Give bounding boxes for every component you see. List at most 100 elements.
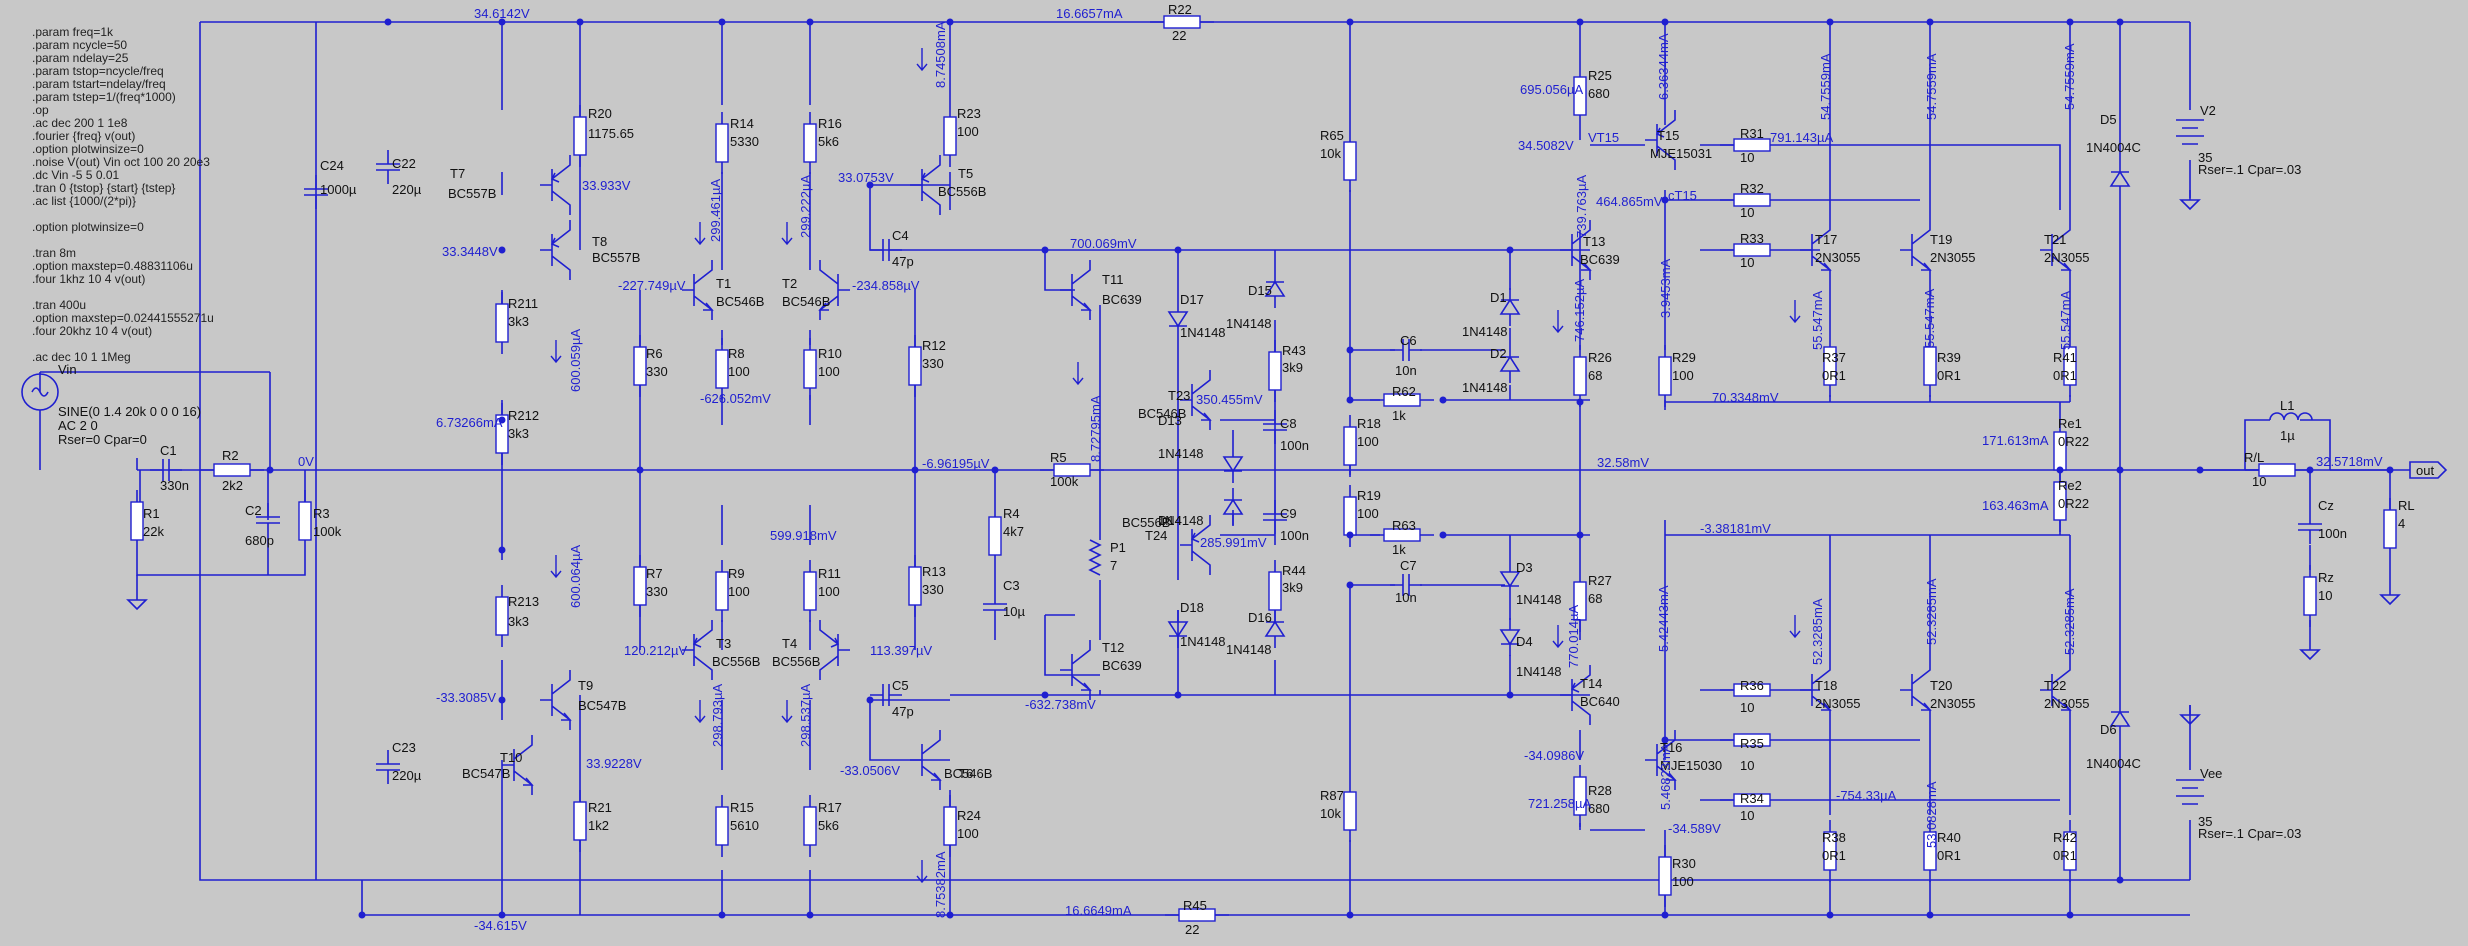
label-t23: T23 [1168, 388, 1190, 403]
net-ct15: cT15 [1668, 188, 1697, 203]
label-r34: R34 [1740, 791, 1764, 806]
value-r213: 3k3 [508, 614, 529, 629]
value-d18: 1N4148 [1180, 634, 1226, 649]
label-t5: T5 [958, 166, 973, 181]
value-r11: 100 [818, 584, 840, 599]
label-d13: D13 [1158, 413, 1182, 428]
label-r27: R27 [1588, 573, 1612, 588]
directive-line: .dc Vin -5 5 0.01 [32, 168, 119, 182]
label-r19: R19 [1357, 488, 1381, 503]
value-r63: 1k [1392, 542, 1406, 557]
label-v2: V2 [2200, 103, 2216, 118]
directive-line: .param tstop=ncycle/freq [32, 64, 164, 78]
measurement: 739.763µA [1574, 175, 1589, 238]
value-d3: 1N4148 [1516, 592, 1562, 607]
directive-line: .four 1khz 10 4 v(out) [32, 272, 145, 286]
value-r28: 680 [1588, 801, 1610, 816]
directive-line: .ac list {1000/(2*pi)} [32, 194, 136, 208]
directive-line: .param ndelay=25 [32, 51, 129, 65]
label-r25: R25 [1588, 68, 1612, 83]
measurement: -33.3085V [436, 690, 496, 705]
value-r3: 100k [313, 524, 342, 539]
label-t24: T24 [1145, 528, 1167, 543]
value-c6: 10n [1395, 363, 1417, 378]
label-c7: C7 [1400, 558, 1417, 573]
part-t19: 2N3055 [1930, 250, 1976, 265]
label-t18: T18 [1815, 678, 1837, 693]
directive-line: .option maxstep=0.48831106u [32, 259, 193, 273]
measurement: 721.258µA [1528, 796, 1591, 811]
value-r37: 0R1 [1822, 368, 1846, 383]
label-r37: R37 [1822, 350, 1846, 365]
value-r29: 100 [1672, 368, 1694, 383]
measurement: 350.455mV [1196, 392, 1263, 407]
label-r5: R5 [1050, 450, 1067, 465]
directive-line: .param freq=1k [32, 25, 114, 39]
label-r33: R33 [1740, 231, 1764, 246]
directive-line: .noise V(out) Vin oct 100 20 20e3 [32, 155, 210, 169]
value-r1: 22k [143, 524, 164, 539]
value-cz: 100n [2318, 526, 2347, 541]
value-r22: 22 [1172, 28, 1186, 43]
value-r18: 100 [1357, 434, 1379, 449]
value-d4: 1N4148 [1516, 664, 1562, 679]
measurement: 33.9228V [586, 756, 642, 771]
label-r38: R38 [1822, 830, 1846, 845]
value-r30: 100 [1672, 874, 1694, 889]
part-t14: BC640 [1580, 694, 1620, 709]
measurement: 16.6649mA [1065, 903, 1132, 918]
vin-spec: AC 2 0 [58, 418, 98, 433]
value-r21: 1k2 [588, 818, 609, 833]
measurement: 8.74508mA [933, 21, 948, 88]
value-r26: 68 [1588, 368, 1602, 383]
measurement: 34.5082V [1518, 138, 1574, 153]
label-r43: R43 [1282, 343, 1306, 358]
label-d14: D14 [1158, 513, 1182, 528]
label-t7: T7 [450, 166, 465, 181]
part-t9: BC547B [578, 698, 626, 713]
label-r39: R39 [1937, 350, 1961, 365]
label-c1: C1 [160, 443, 177, 458]
value-d16: 1N4148 [1226, 642, 1272, 657]
label-d3: D3 [1516, 560, 1533, 575]
value-r65: 10k [1320, 146, 1341, 161]
value-r212: 3k3 [508, 426, 529, 441]
label-r29: R29 [1672, 350, 1696, 365]
vin-spec: SINE(0 1.4 20k 0 0 0 16) [58, 404, 201, 419]
value-r5: 100k [1050, 474, 1079, 489]
measurement: -632.738mV [1025, 697, 1096, 712]
value-vee: 35 [2198, 814, 2212, 829]
value-d6: 1N4004C [2086, 756, 2141, 771]
label-r20: R20 [588, 106, 612, 121]
measurement: -34.615V [474, 918, 527, 933]
value-d17: 1N4148 [1180, 325, 1226, 340]
value-c4: 47p [892, 254, 914, 269]
measurement: 55.547mA [1810, 290, 1825, 350]
measurement: 33.933V [582, 178, 631, 193]
label-l1: L1 [2280, 398, 2294, 413]
measurement: 52.3285mA [2062, 588, 2077, 655]
value-r15: 5610 [730, 818, 759, 833]
measurement: 770.014µA [1566, 605, 1581, 668]
value-r10: 100 [818, 364, 840, 379]
value-r41: 0R1 [2053, 368, 2077, 383]
net-vt15: VT15 [1588, 130, 1619, 145]
part-t13: BC639 [1580, 252, 1620, 267]
directive-line: .tran 0 {tstop} {start} {tstep} [32, 181, 175, 195]
label-r23: R23 [957, 106, 981, 121]
value-p1: 7 [1110, 558, 1117, 573]
value-r4: 4k7 [1003, 524, 1024, 539]
measurement: -3.38181mV [1700, 521, 1771, 536]
label-rl: RL [2398, 498, 2415, 513]
label-r16: R16 [818, 116, 842, 131]
value-r211: 3k3 [508, 314, 529, 329]
measurement: 16.6657mA [1056, 6, 1123, 21]
value-r36: 10 [1740, 700, 1754, 715]
value-d2: 1N4148 [1462, 380, 1508, 395]
value-rz: 10 [2318, 588, 2332, 603]
value-c9: 100n [1280, 528, 1309, 543]
part-t3: BC556B [712, 654, 760, 669]
measurement: 6.36344mA [1656, 33, 1671, 100]
measurement: -34.589V [1668, 821, 1721, 836]
